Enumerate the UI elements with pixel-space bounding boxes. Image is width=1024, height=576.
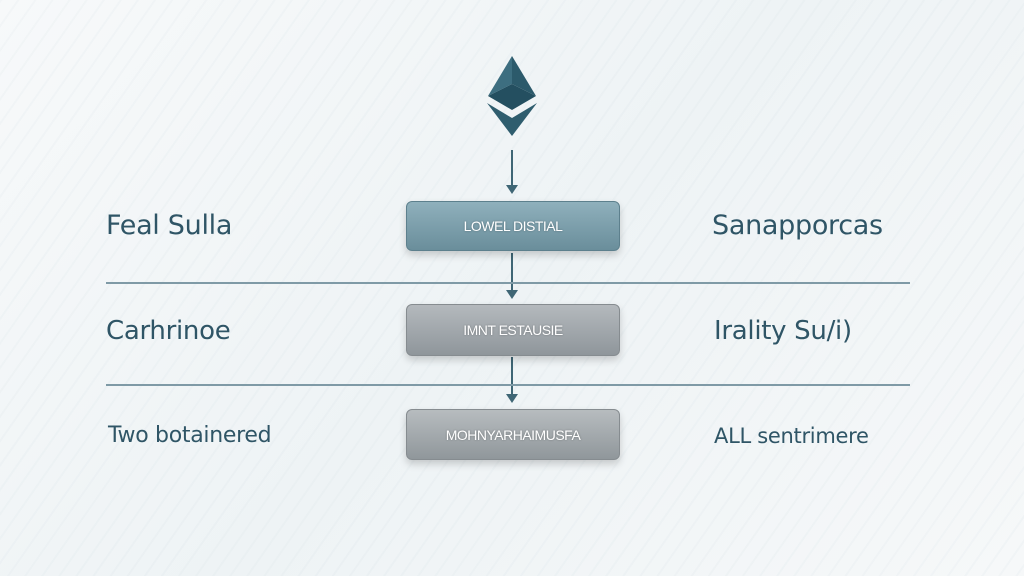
arrow-down-icon bbox=[506, 150, 518, 194]
step-box-3: MOHNYARHAIMUSFA bbox=[406, 409, 620, 460]
ethereum-logo-icon bbox=[487, 56, 537, 136]
step-box-2: IMNT ESTAUSIE bbox=[406, 304, 620, 356]
right-label-1: Sanapporcas bbox=[712, 210, 883, 241]
right-label-2: Irality Su/i) bbox=[714, 316, 852, 346]
arrow-down-icon bbox=[506, 357, 518, 403]
left-label-1: Feal Sulla bbox=[106, 210, 233, 241]
divider bbox=[106, 384, 910, 386]
arrow-down-icon bbox=[506, 253, 518, 299]
right-label-3: ALL sentrimere bbox=[714, 424, 869, 448]
divider bbox=[106, 282, 910, 284]
left-label-3: Two botainered bbox=[108, 423, 272, 448]
left-label-2: Carhrinoe bbox=[106, 316, 231, 346]
step-box-1: LOWEL DISTIAL bbox=[406, 201, 620, 251]
